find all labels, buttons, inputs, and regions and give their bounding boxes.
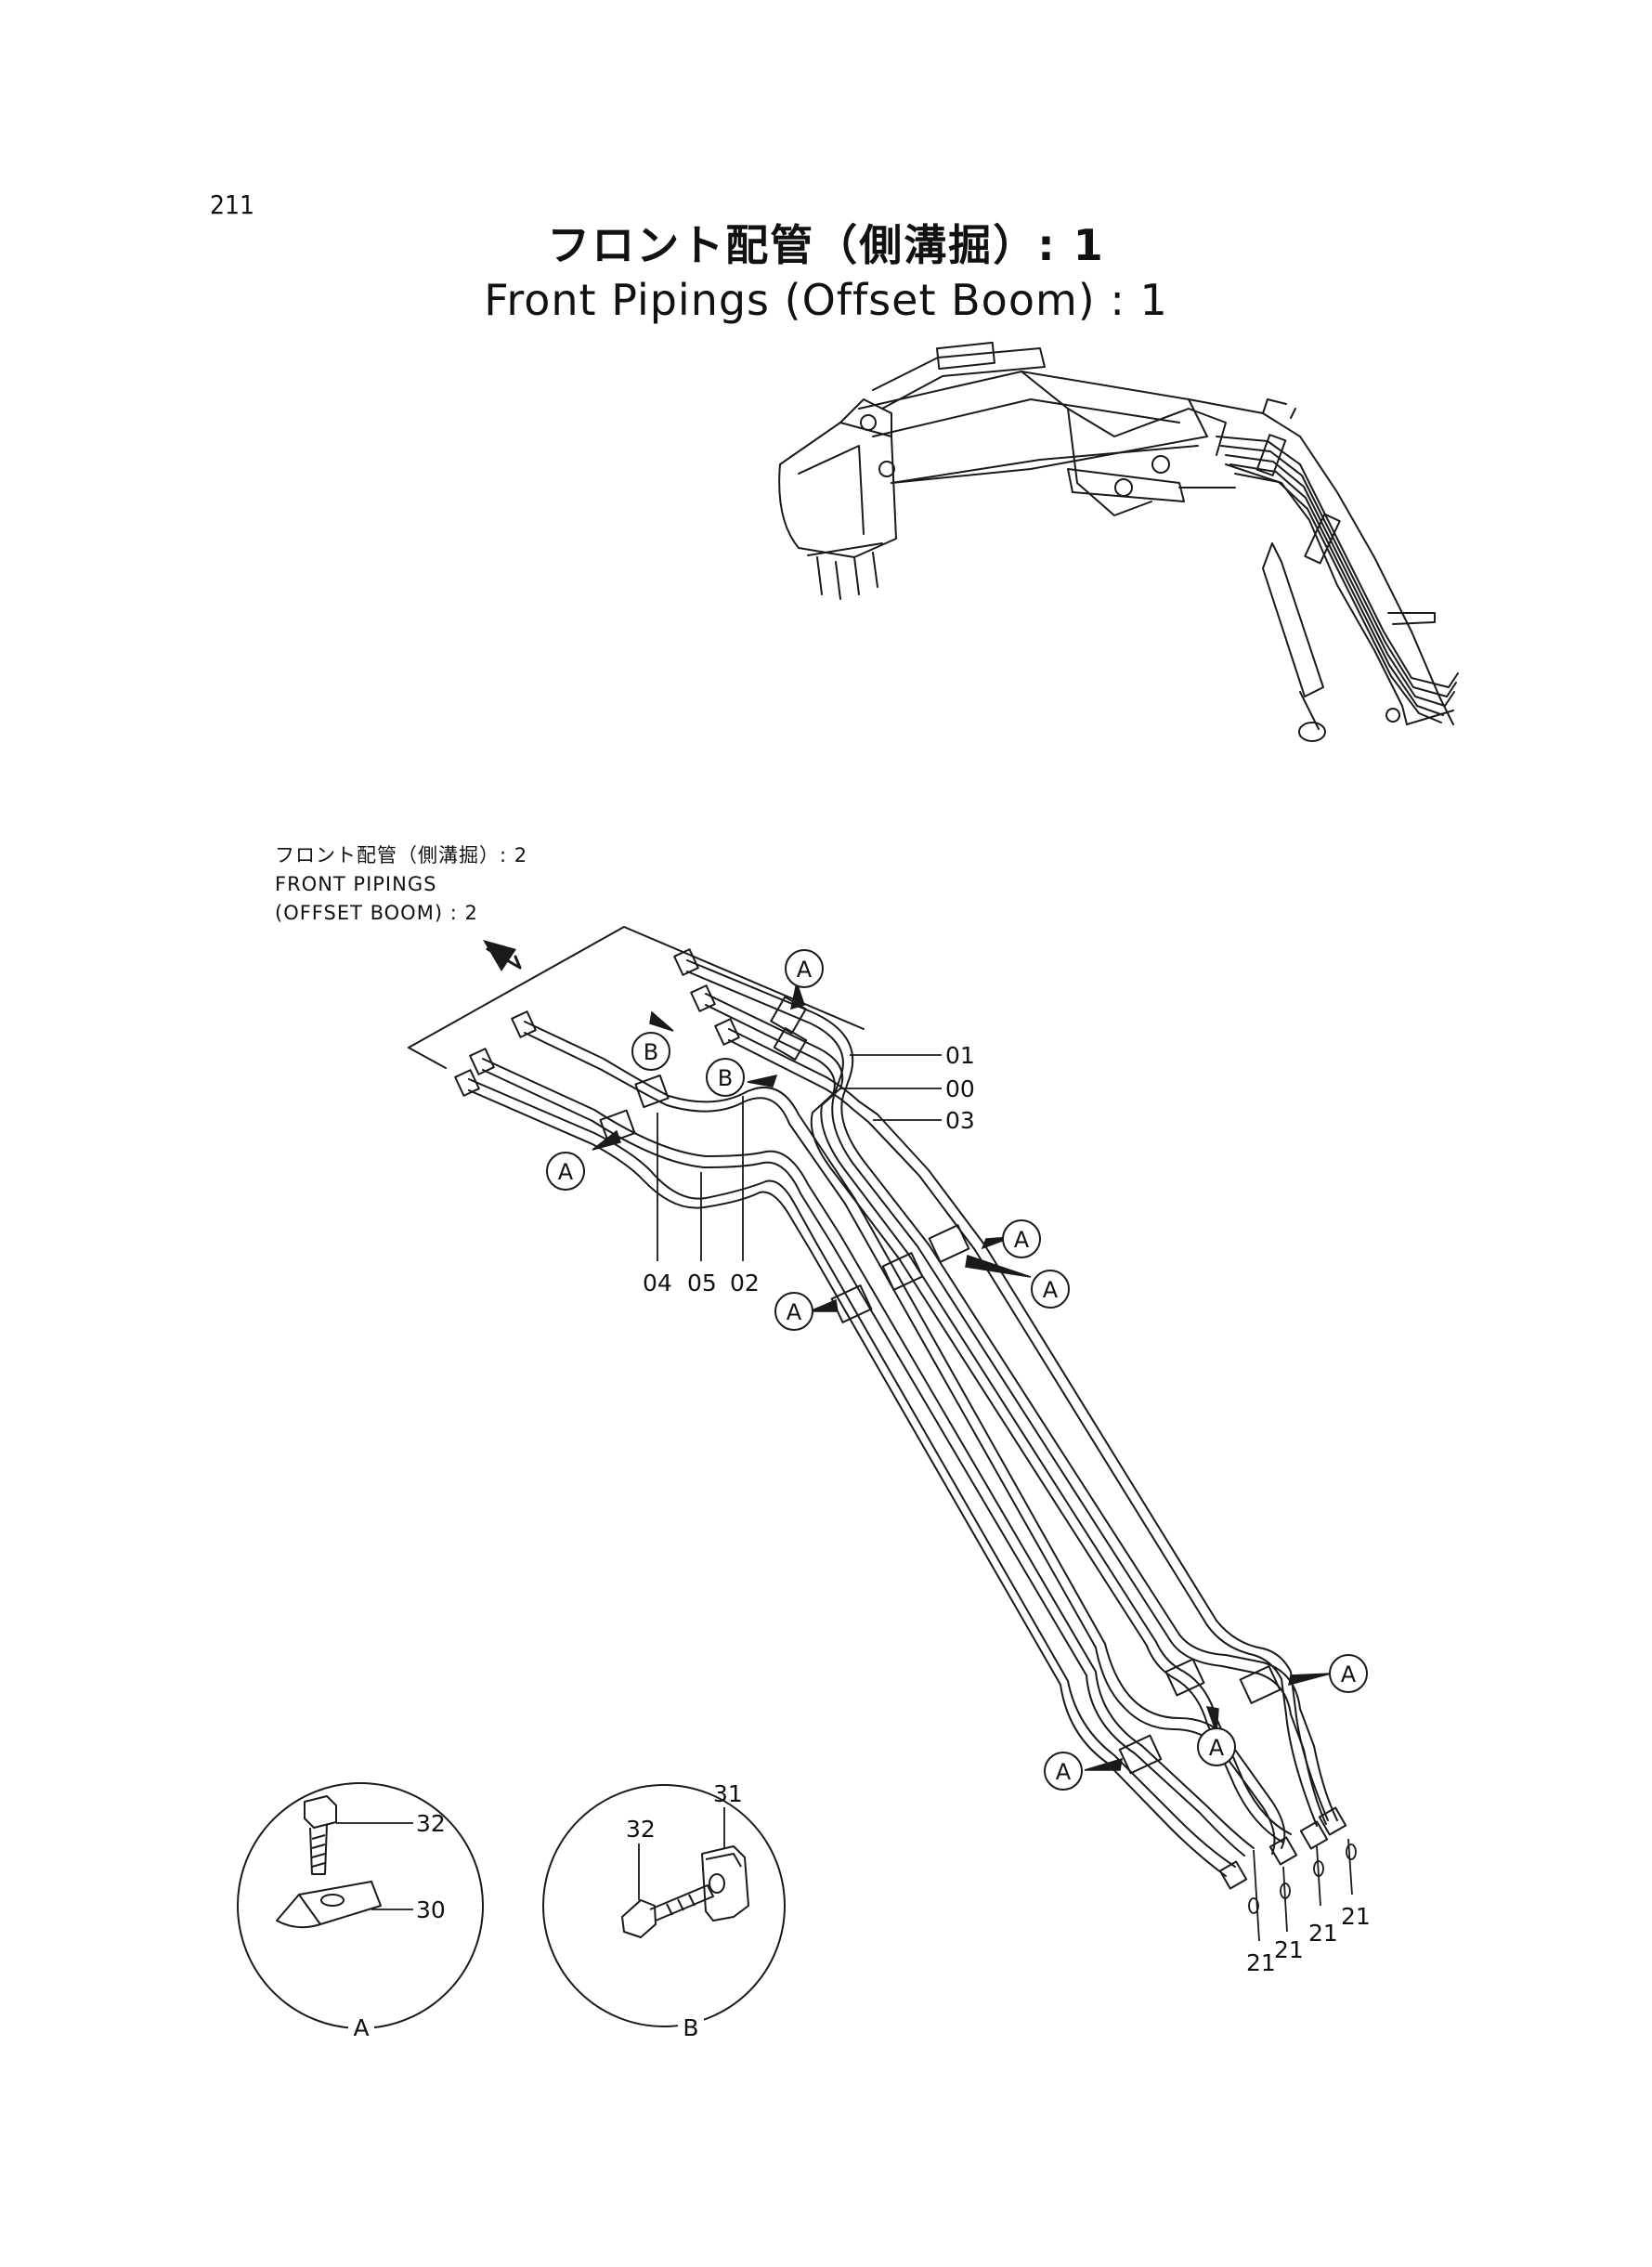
callout-a-boom-middle: A (1031, 1270, 1070, 1309)
svg-text:B: B (644, 1039, 658, 1065)
part-number-32-detail-b: 32 (626, 1816, 656, 1843)
reference-line-japanese: フロント配管（側溝掘）: 2 (275, 844, 528, 866)
part-number-21-b: 21 (1274, 1936, 1304, 1963)
callout-a-lower-middle: A (1197, 1727, 1236, 1766)
detail-b: 31 32 B (542, 1780, 786, 2041)
callout-a-top: A (785, 949, 824, 988)
detail-b-label: B (683, 2014, 698, 2041)
svg-text:A: A (1341, 1661, 1357, 1687)
detail-a: 32 30 A (237, 1782, 484, 2041)
callout-a-lower-right: A (1329, 1654, 1368, 1693)
part-number-32-detail-a: 32 (416, 1810, 446, 1837)
continuation-arrow (483, 940, 522, 971)
detail-a-label: A (353, 2014, 369, 2041)
page-title-english: Front Pipings (Offset Boom) : 1 (484, 275, 1168, 325)
part-number-00: 00 (945, 1075, 975, 1102)
page-title-japanese: フロント配管（側溝掘）: 1 (547, 220, 1105, 270)
svg-text:A: A (1043, 1277, 1059, 1303)
callout-a-lower-left: A (1044, 1752, 1083, 1791)
main-pipe-assembly (408, 926, 1347, 1890)
svg-text:A: A (1209, 1735, 1225, 1761)
svg-text:B: B (718, 1065, 733, 1091)
part-number-04: 04 (643, 1270, 672, 1296)
svg-text:A: A (1014, 1227, 1030, 1253)
svg-text:A: A (1056, 1759, 1072, 1785)
part-number-21-a: 21 (1246, 1949, 1276, 1976)
excavator-arm-overview (778, 341, 1459, 742)
callout-b-middle: B (706, 1058, 745, 1097)
pipe-clamps (599, 996, 1281, 1775)
svg-text:A: A (558, 1159, 574, 1185)
callout-a-boom-left: A (774, 1292, 813, 1331)
page-number: 211 (210, 189, 255, 220)
part-number-03: 03 (945, 1107, 975, 1134)
reference-line-english-1: FRONT PIPINGS (275, 873, 437, 895)
cross-reference-note: フロント配管（側溝掘）: 2 FRONT PIPINGS (OFFSET BOO… (275, 841, 527, 928)
downstream-fittings (1218, 1806, 1347, 1890)
callout-b-top: B (631, 1032, 670, 1071)
svg-text:A: A (787, 1299, 802, 1325)
svg-text:A: A (797, 957, 813, 983)
part-number-21-c: 21 (1308, 1920, 1338, 1947)
callout-a-left: A (546, 1152, 585, 1191)
part-number-30: 30 (416, 1896, 446, 1923)
o-rings (1248, 1844, 1357, 1914)
callout-a-boom-upper: A (1002, 1219, 1041, 1258)
upstream-fittings (454, 948, 740, 1097)
part-number-01: 01 (945, 1042, 975, 1069)
part-number-21-d: 21 (1341, 1903, 1371, 1930)
leader-lines (657, 1054, 1353, 1942)
part-number-05: 05 (687, 1270, 717, 1296)
part-number-31: 31 (713, 1780, 743, 1807)
part-number-02: 02 (730, 1270, 760, 1296)
reference-line-english-2: (OFFSET BOOM) : 2 (275, 902, 478, 924)
